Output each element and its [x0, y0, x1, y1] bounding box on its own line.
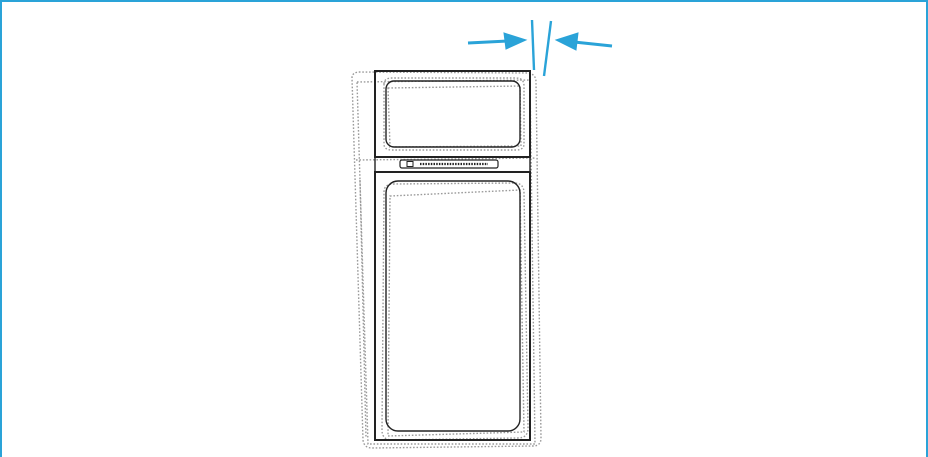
- top-door-frame: [374, 70, 531, 158]
- arrow-left-icon: [554, 32, 613, 51]
- control-button: [406, 161, 414, 167]
- gap-line-right: [542, 20, 553, 77]
- arrow-right-icon: [467, 32, 528, 50]
- top-door-panel: [385, 80, 521, 148]
- control-panel: [399, 159, 499, 169]
- bottom-door-panel: [385, 180, 521, 432]
- gap-line-left: [530, 19, 536, 71]
- refrigerator-outline: [374, 70, 531, 441]
- ghost-outline: [351, 71, 542, 449]
- gap-indicator: [467, 19, 613, 77]
- bottom-door-frame: [374, 171, 531, 441]
